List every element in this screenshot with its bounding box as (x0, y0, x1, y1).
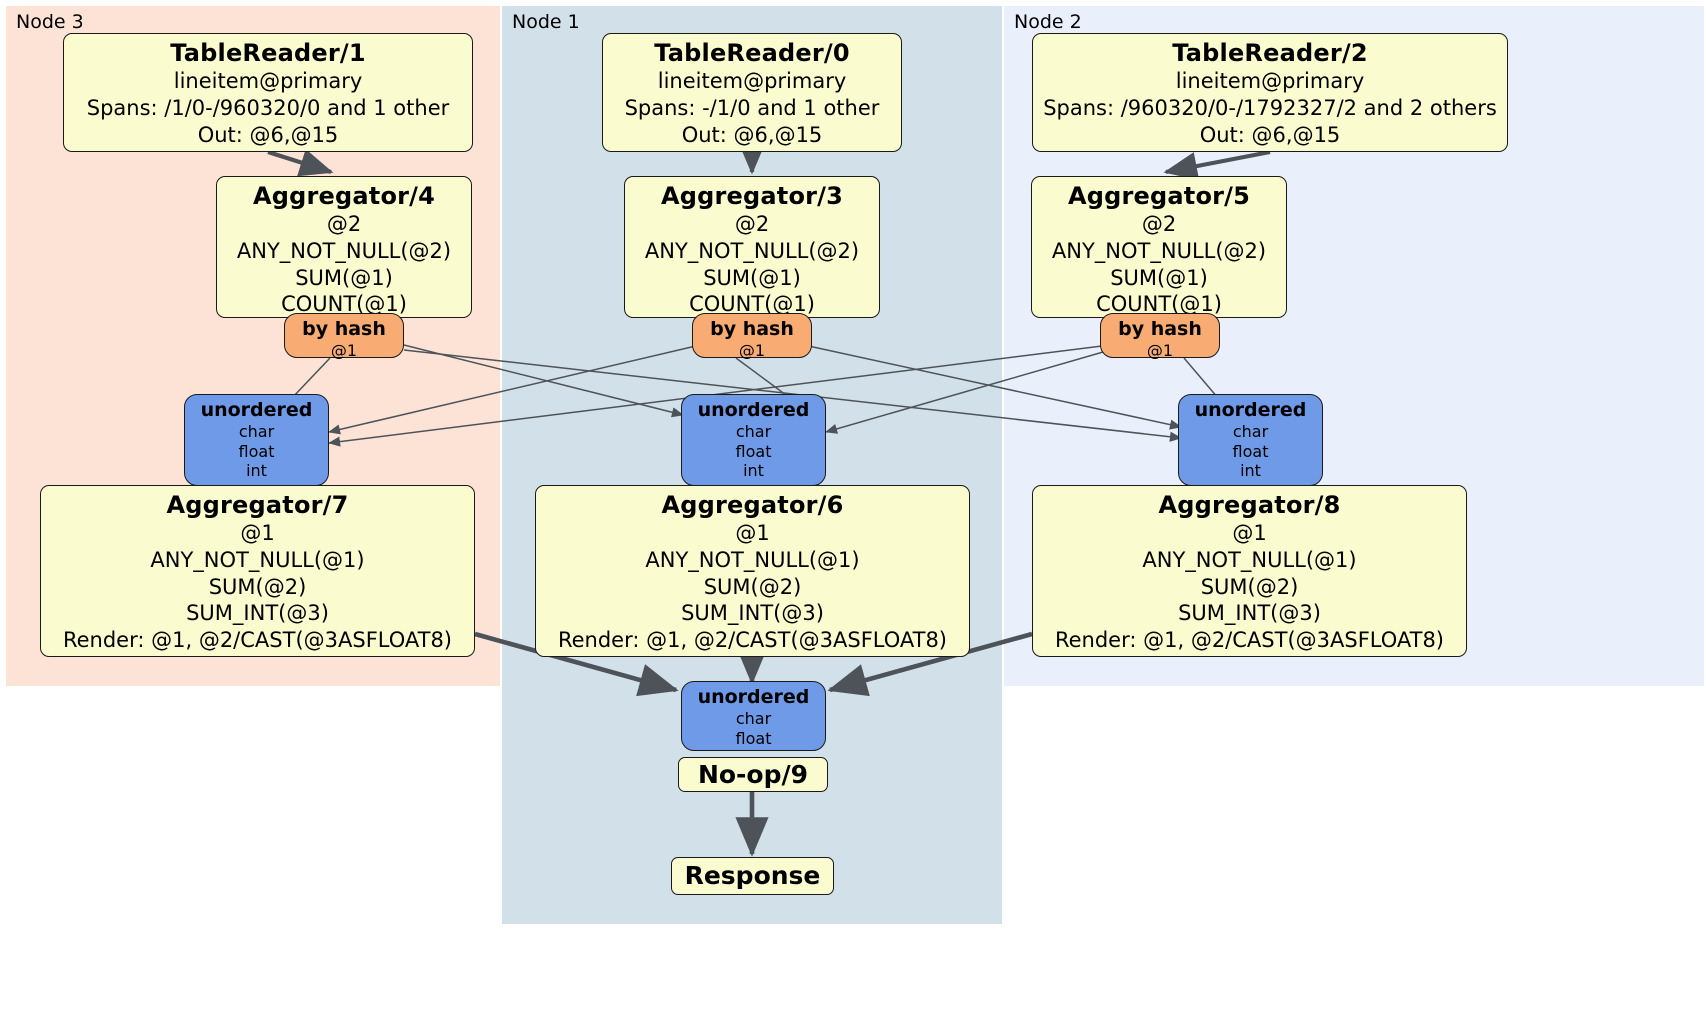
processor-line: Spans: -/1/0 and 1 other (624, 96, 880, 121)
processor-line: Spans: /960320/0-/1792327/2 and 2 others (1043, 96, 1497, 121)
processor-aggregator-8[interactable]: Aggregator/8 @1 ANY_NOT_NULL(@1) SUM(@2)… (1032, 485, 1467, 657)
processor-line: Render: @1, @2/CAST(@3ASFLOAT8) (62, 628, 453, 653)
processor-aggregator-3[interactable]: Aggregator/3 @2 ANY_NOT_NULL(@2) SUM(@1)… (624, 176, 880, 318)
router-line: float (735, 441, 772, 461)
processor-line: SUM(@1) (295, 265, 393, 290)
processor-line: lineitem@primary (1175, 69, 1365, 94)
router-line: float (238, 441, 275, 461)
router-line: int (246, 461, 267, 481)
processor-aggregator-7[interactable]: Aggregator/7 @1 ANY_NOT_NULL(@1) SUM(@2)… (40, 485, 475, 657)
processor-line: COUNT(@1) (689, 292, 815, 317)
router-line: char (735, 709, 772, 729)
processor-line: @1 (735, 521, 770, 546)
router-line: int (1240, 461, 1261, 481)
processor-line: SUM_INT(@3) (681, 601, 824, 626)
processor-line: SUM(@2) (1200, 574, 1299, 599)
router-title: unordered (1194, 399, 1307, 421)
processor-line: Out: @6,@15 (681, 122, 823, 147)
router-unordered-final[interactable]: unordered char float (681, 681, 826, 751)
processor-title: Response (684, 861, 821, 890)
router-title: unordered (697, 399, 810, 421)
router-title: unordered (697, 686, 810, 708)
processor-line: ANY_NOT_NULL(@1) (150, 548, 365, 573)
router-line: @1 (738, 341, 766, 361)
processor-line: COUNT(@1) (281, 292, 407, 317)
router-line: char (238, 422, 275, 442)
processor-line: Out: @6,@15 (1199, 122, 1341, 147)
cluster-label-node-3: Node 3 (16, 11, 84, 33)
processor-title: No-op/9 (697, 760, 809, 789)
processor-line: SUM(@1) (1110, 265, 1208, 290)
processor-line: @2 (326, 212, 362, 237)
processor-line: SUM(@2) (703, 574, 802, 599)
processor-title: Aggregator/4 (252, 182, 436, 210)
processor-title: Aggregator/7 (166, 491, 349, 519)
processor-line: @2 (734, 212, 770, 237)
router-line: float (735, 728, 772, 748)
processor-line: ANY_NOT_NULL(@1) (1142, 548, 1357, 573)
processor-line: lineitem@primary (173, 69, 363, 94)
processor-line: SUM_INT(@3) (1178, 601, 1321, 626)
router-by-hash-left[interactable]: by hash @1 (284, 313, 404, 361)
processor-line: ANY_NOT_NULL(@1) (645, 548, 860, 573)
processor-line: ANY_NOT_NULL(@2) (236, 239, 452, 264)
router-by-hash-mid[interactable]: by hash @1 (692, 313, 812, 361)
processor-line: @2 (1141, 212, 1177, 237)
router-title: by hash (1118, 318, 1202, 340)
router-unordered-right[interactable]: unordered char float int (1178, 394, 1323, 486)
router-unordered-left[interactable]: unordered char float int (184, 394, 329, 486)
processor-title: Aggregator/8 (1158, 491, 1341, 519)
processor-line: Spans: /1/0-/960320/0 and 1 other (86, 96, 450, 121)
processor-line: COUNT(@1) (1096, 292, 1222, 317)
processor-aggregator-6[interactable]: Aggregator/6 @1 ANY_NOT_NULL(@1) SUM(@2)… (535, 485, 970, 657)
processor-line: @1 (240, 521, 275, 546)
processor-noop-9[interactable]: No-op/9 (678, 757, 828, 792)
processor-title: TableReader/1 (170, 39, 366, 67)
processor-line: ANY_NOT_NULL(@2) (644, 239, 860, 264)
processor-title: Aggregator/3 (660, 182, 844, 210)
router-line: int (743, 461, 764, 481)
cluster-label-node-1: Node 1 (512, 11, 580, 33)
router-line: char (1232, 422, 1269, 442)
processor-line: SUM_INT(@3) (186, 601, 329, 626)
processor-line: SUM(@1) (703, 265, 801, 290)
router-title: by hash (302, 318, 386, 340)
processor-line: @1 (1232, 521, 1267, 546)
cluster-label-node-2: Node 2 (1014, 11, 1082, 33)
router-by-hash-right[interactable]: by hash @1 (1100, 313, 1220, 361)
router-title: unordered (200, 399, 313, 421)
processor-line: Render: @1, @2/CAST(@3ASFLOAT8) (557, 628, 948, 653)
processor-title: Aggregator/6 (661, 491, 844, 519)
processor-aggregator-4[interactable]: Aggregator/4 @2 ANY_NOT_NULL(@2) SUM(@1)… (216, 176, 472, 318)
processor-line: Render: @1, @2/CAST(@3ASFLOAT8) (1054, 628, 1445, 653)
router-title: by hash (710, 318, 794, 340)
processor-tablereader-2[interactable]: TableReader/2 lineitem@primary Spans: /9… (1032, 33, 1508, 152)
processor-tablereader-0[interactable]: TableReader/0 lineitem@primary Spans: -/… (602, 33, 902, 152)
processor-response[interactable]: Response (671, 857, 834, 895)
processor-title: Aggregator/5 (1067, 182, 1251, 210)
router-line: float (1232, 441, 1269, 461)
router-line: @1 (330, 341, 358, 361)
processor-tablereader-1[interactable]: TableReader/1 lineitem@primary Spans: /1… (63, 33, 473, 152)
router-line: char (735, 422, 772, 442)
processor-line: lineitem@primary (657, 69, 847, 94)
processor-title: TableReader/2 (1172, 39, 1368, 67)
router-unordered-mid[interactable]: unordered char float int (681, 394, 826, 486)
processor-line: SUM(@2) (208, 574, 307, 599)
router-line: @1 (1146, 341, 1174, 361)
processor-line: ANY_NOT_NULL(@2) (1051, 239, 1267, 264)
processor-aggregator-5[interactable]: Aggregator/5 @2 ANY_NOT_NULL(@2) SUM(@1)… (1031, 176, 1287, 318)
processor-title: TableReader/0 (654, 39, 850, 67)
processor-line: Out: @6,@15 (197, 122, 339, 147)
